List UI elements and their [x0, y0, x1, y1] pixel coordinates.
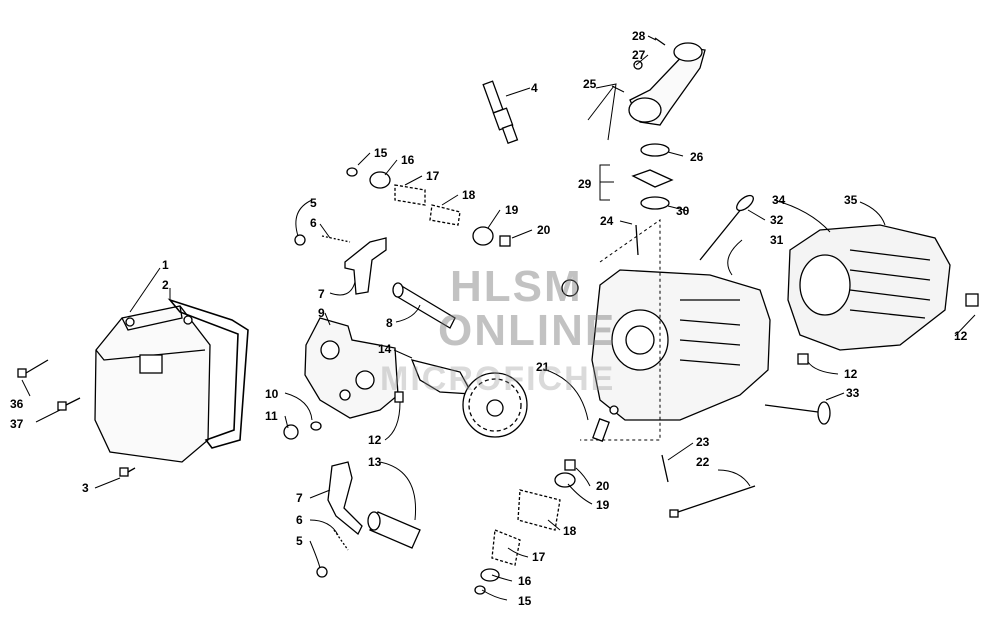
callout-20-lower: 20	[596, 479, 610, 493]
callout-11: 11	[265, 409, 278, 423]
rocker-arm-upper	[294, 234, 387, 295]
callout-20-upper: 20	[537, 223, 551, 237]
callout-18-lower: 18	[563, 524, 577, 538]
valve-spring-set-upper	[346, 167, 511, 247]
valve-cover	[94, 305, 211, 463]
stud-bolt-23	[661, 454, 669, 483]
callout-19-upper: 19	[505, 203, 519, 217]
dowel-pin-12-left	[394, 391, 404, 403]
bolt-3	[119, 467, 136, 477]
callout-5-upper: 5	[310, 196, 317, 210]
dowel-pin-12-right	[965, 293, 979, 307]
bolt-37	[57, 397, 81, 411]
callout-6-upper: 6	[310, 216, 317, 230]
callout-10: 10	[265, 387, 279, 401]
callout-9: 9	[318, 306, 325, 320]
callout-35: 35	[844, 193, 858, 207]
rocker-shaft-8	[392, 282, 456, 329]
callout-27: 27	[632, 48, 646, 62]
callout-12-mid: 12	[844, 367, 858, 381]
callout-31: 31	[770, 233, 784, 247]
callout-21: 21	[536, 360, 550, 374]
valve-exhaust	[699, 194, 754, 261]
callout-13: 13	[368, 455, 382, 469]
callout-23: 23	[696, 435, 710, 449]
valve-cover-gasket	[167, 298, 249, 449]
callout-6-lower: 6	[296, 513, 303, 527]
callout-15-lower: 15	[518, 594, 532, 608]
valve-spring-set-lower	[474, 459, 576, 595]
callout-2: 2	[162, 278, 169, 292]
stud-bolt-22	[669, 485, 756, 518]
callout-7-upper: 7	[318, 287, 325, 301]
rocker-shaft-13	[367, 511, 421, 549]
callout-4: 4	[531, 81, 538, 95]
callout-12-left: 12	[368, 433, 382, 447]
rocker-arm-lower	[316, 461, 363, 578]
spark-plug	[482, 80, 519, 145]
callout-7-lower: 7	[296, 491, 303, 505]
valve-intake	[764, 401, 831, 425]
watermark-line-1: HLSM	[450, 262, 583, 311]
callout-22: 22	[696, 455, 710, 469]
callout-25: 25	[583, 77, 597, 91]
callout-8: 8	[386, 316, 393, 330]
callout-16-lower: 16	[518, 574, 532, 588]
callout-5-lower: 5	[296, 534, 303, 548]
callout-36: 36	[10, 397, 24, 411]
callout-1: 1	[162, 258, 169, 272]
callout-16-upper: 16	[401, 153, 415, 167]
callout-34: 34	[772, 193, 786, 207]
callout-14: 14	[378, 342, 392, 356]
watermark-line-3: MICROFICHE	[380, 360, 616, 398]
callout-12-right: 12	[954, 329, 968, 343]
callout-17-upper: 17	[426, 169, 440, 183]
camshaft-sprocket	[410, 359, 528, 438]
callout-33: 33	[846, 386, 860, 400]
callout-29: 29	[578, 177, 592, 191]
callout-17-lower: 17	[532, 550, 546, 564]
valve-guide-21	[592, 405, 619, 442]
cylinder	[787, 224, 951, 351]
callout-18-upper: 18	[462, 188, 476, 202]
bolt-36	[17, 359, 49, 378]
callout-26: 26	[690, 150, 704, 164]
dowel-pin-12-mid	[797, 353, 809, 365]
callout-15-upper: 15	[374, 146, 388, 160]
nut-11	[283, 421, 322, 440]
callout-32: 32	[770, 213, 784, 227]
watermark-line-2: ONLINE	[438, 306, 617, 355]
callout-3: 3	[82, 481, 89, 495]
callout-24: 24	[600, 214, 614, 228]
callout-30: 30	[676, 204, 690, 218]
callout-19-lower: 19	[596, 498, 610, 512]
intake-manifold	[628, 37, 706, 210]
callout-37: 37	[10, 417, 24, 431]
callout-28: 28	[632, 29, 646, 43]
cylinder-head	[561, 269, 771, 421]
stud-bolt-24	[635, 224, 639, 256]
